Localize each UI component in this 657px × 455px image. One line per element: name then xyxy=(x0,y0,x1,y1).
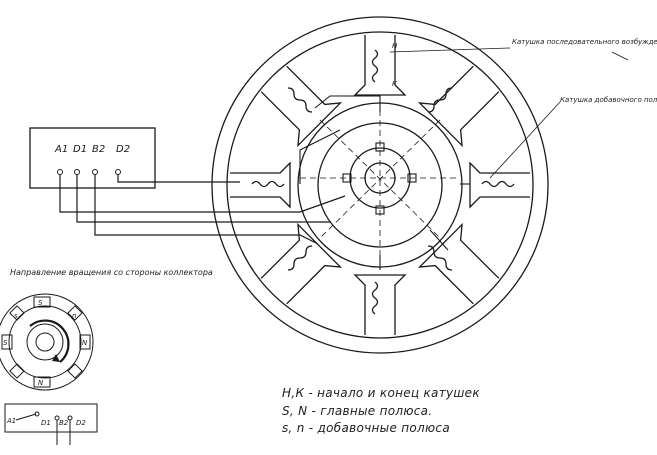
legend-line-2: S, N - главные полюса. xyxy=(282,404,433,418)
pole-left xyxy=(230,161,291,209)
brush-holders xyxy=(342,142,417,215)
small-terminal-d2: D2 xyxy=(76,419,86,427)
coil-left xyxy=(251,180,285,188)
small-pole-n-right: N xyxy=(82,339,88,347)
small-inner-circle xyxy=(8,305,82,379)
small-pole-s-left: S xyxy=(3,339,8,347)
small-pole-s-aux: s xyxy=(14,312,18,320)
outer-frame-circle xyxy=(211,16,549,354)
small-terminal-b2: B2 xyxy=(59,419,69,427)
callout-aux-pole-coil: Катушка добавочного полюса xyxy=(560,96,657,104)
pole-upper-right xyxy=(417,65,500,148)
coil-lower-left xyxy=(287,245,313,271)
small-terminal-a1: A1 xyxy=(6,417,16,425)
pole-upper-left xyxy=(260,65,343,148)
pole-lower-right xyxy=(417,222,500,305)
terminal-label-a1: A1 xyxy=(54,144,68,155)
coil-bottom xyxy=(371,281,379,315)
terminal-box-frame xyxy=(29,127,156,189)
legend-line-3: s, n - добавочные полюса xyxy=(282,421,450,435)
small-terminal-d1: D1 xyxy=(41,419,51,427)
yoke-circle xyxy=(226,31,534,339)
small-pole-s-top: S xyxy=(38,299,43,307)
coil-upper-left xyxy=(287,87,313,113)
terminal-label-d1: D1 xyxy=(73,144,87,155)
center-crosshair xyxy=(300,100,460,260)
pole-top xyxy=(353,35,407,96)
small-outer-circle xyxy=(0,293,94,391)
pole-lower-left xyxy=(260,222,343,305)
terminal-label-b2: B2 xyxy=(92,144,105,155)
small-pole-n-aux: n xyxy=(72,312,76,320)
coil-right xyxy=(481,180,515,188)
coil-start-letter: Н xyxy=(392,42,398,50)
callout-series-coil: Катушка последовательного возбуждения xyxy=(512,38,657,46)
pole-right xyxy=(469,161,530,209)
callout-leaders xyxy=(389,47,629,179)
small-commutator-circle xyxy=(35,332,55,352)
pole-bottom xyxy=(353,274,407,335)
small-diagram xyxy=(0,293,94,391)
legend-line-1: Н,К - начало и конец катушек xyxy=(282,386,480,400)
rotation-arrow xyxy=(29,319,70,363)
small-pole-n-bottom: N xyxy=(38,379,44,387)
external-leads xyxy=(59,175,346,245)
small-terminal-box xyxy=(4,403,98,433)
terminal-circles xyxy=(57,169,121,175)
coil-lower-right xyxy=(427,245,453,271)
coil-top xyxy=(371,49,379,83)
small-armature-circle xyxy=(26,323,64,361)
coil-end-letter: К xyxy=(392,80,398,88)
coil-upper-right xyxy=(427,87,453,113)
rotation-caption: Направление вращения со стороны коллекто… xyxy=(10,268,213,277)
internal-wiring xyxy=(299,95,470,270)
terminal-label-d2: D2 xyxy=(116,144,130,155)
